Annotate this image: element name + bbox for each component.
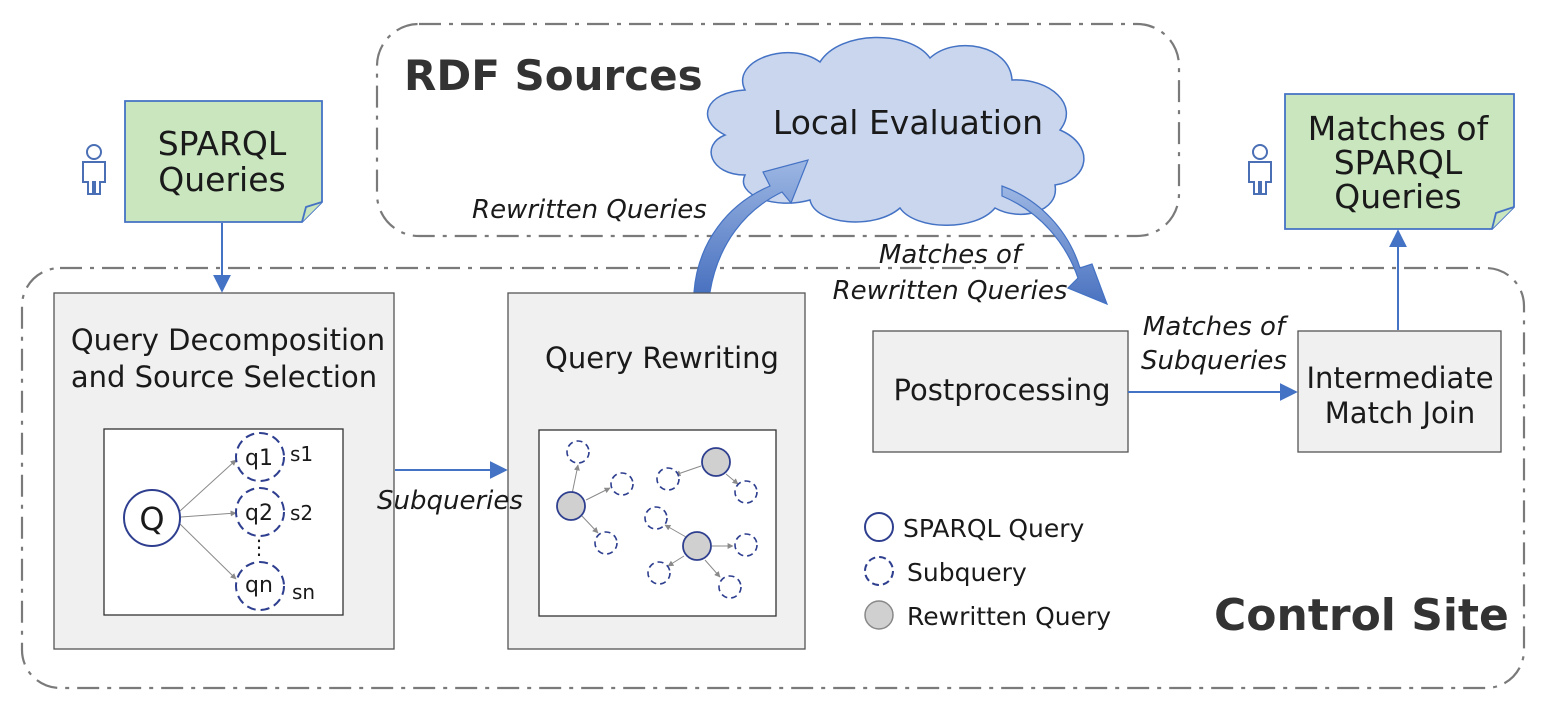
rewriting-subquery-node [734,480,758,504]
matches-subqueries-label-line1: Matches of [1143,312,1289,342]
control-site-region [20,266,1526,690]
rdf-sources-label: RDF Sources [404,51,703,100]
decomposition-title-line2: and Source Selection [71,360,377,394]
matches-rewritten-label-line2: Rewritten Queries [833,276,1068,306]
rewriting-subquery-node [647,561,671,585]
rewriting-subquery-node [644,506,668,530]
source-s2-label: s2 [290,501,313,525]
subquery-node-q1 [235,432,285,482]
person-icon [1248,144,1272,195]
rewriting-subquery-node [734,533,758,557]
rewritten-query-node [701,447,731,477]
legend-sparql-query-label: SPARQL Query [903,514,1085,543]
subquery-qn-label: qn [245,573,273,598]
postprocessing-label: Postprocessing [894,373,1111,407]
postprocessing-box [872,330,1129,453]
join-label-line2: Match Join [1325,396,1475,430]
rewriting-subquery-nodes [566,440,758,599]
rewritten-query-nodes [556,447,731,561]
subquery-ellipsis: ⋮ [249,535,269,559]
output-doc-line2: SPARQL [1334,143,1463,182]
local-evaluation-cloud [706,36,1085,226]
legend: SPARQL Query Subquery Rewritten Query [864,512,1111,631]
subqueries-edge-label: Subqueries [377,486,523,516]
root-query-node [123,489,181,547]
rewritten-queries-edge-label: Rewritten Queries [472,195,707,225]
rewritten-queries-big-arrow [693,159,809,293]
matches-rewritten-big-arrow [1001,185,1109,306]
subquery-node-q2 [235,487,285,537]
subquery-q2-label: q2 [245,501,273,526]
matches-subqueries-label-line2: Subqueries [1141,346,1287,376]
rewritten-query-node [556,491,586,521]
output-doc-line1: Matches of [1308,109,1490,148]
join-label-line1: Intermediate [1306,361,1493,395]
rdf-sources-region [375,22,1181,238]
sparql-queries-line2: Queries [158,160,285,199]
rewriting-subquery-node [566,440,590,464]
rewriting-subquery-node [656,467,680,491]
output-doc-line3: Queries [1334,177,1461,216]
sparql-queries-line1: SPARQL [158,124,287,163]
join-box [1297,330,1502,453]
sparql-queries-document [124,100,323,223]
rewriting-edges [571,464,739,578]
control-site-label: Control Site [1214,590,1509,641]
decomposition-title-line1: Query Decomposition [71,323,385,357]
rewriting-subquery-node [594,531,618,555]
source-s1-label: s1 [290,442,313,466]
subquery-node-qn [235,561,285,611]
local-evaluation-label: Local Evaluation [773,103,1043,142]
matches-output-document [1284,93,1515,230]
matches-rewritten-label-line1: Matches of [879,240,1025,270]
source-sn-label: sn [292,580,315,604]
rewriting-title: Query Rewriting [545,341,779,375]
rewriting-subquery-node [718,575,742,599]
legend-sparql-query-symbol [864,512,894,542]
legend-subquery-label: Subquery [907,558,1027,587]
subquery-q1-label: q1 [245,446,273,471]
legend-subquery-symbol [864,556,894,586]
legend-rewritten-query-symbol [864,600,894,630]
rewriting-subquery-node [610,472,634,496]
legend-rewritten-query-label: Rewritten Query [907,602,1111,631]
root-query-label: Q [139,500,164,538]
decomposition-edges [179,459,237,580]
person-icon [82,144,106,195]
rewritten-query-node [682,531,712,561]
